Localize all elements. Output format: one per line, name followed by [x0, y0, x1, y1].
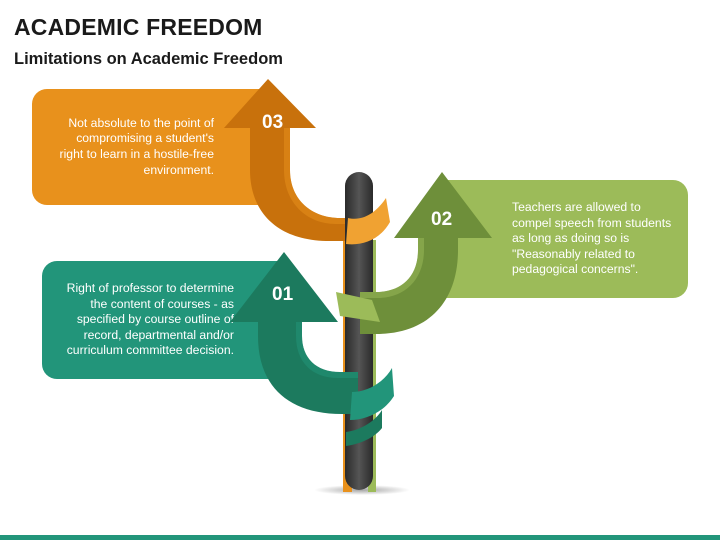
arrow-02-highlight [360, 238, 424, 298]
callout-box-02: Teachers are allowed to compel speech fr… [432, 180, 688, 298]
ribbon-lightgreen [336, 292, 380, 322]
page-title: ACADEMIC FREEDOM [14, 14, 263, 40]
page-subtitle: Limitations on Academic Freedom [14, 50, 283, 68]
arrow-02 [360, 172, 492, 334]
ground-shadow [314, 485, 410, 495]
callout-box-03: Not absolute to the point of compromisin… [32, 89, 282, 205]
bottom-accent-bar [0, 535, 720, 540]
arrow-01 [230, 252, 358, 414]
ribbon-teal-lower [346, 410, 382, 446]
arrow-01-highlight [296, 322, 358, 378]
ribbon-orange [346, 198, 390, 245]
callout-text-01: Right of professor to determine the cont… [66, 281, 234, 358]
step-number-03: 03 [262, 112, 284, 133]
step-number-01: 01 [272, 284, 294, 305]
arrow-02-body [360, 172, 492, 334]
callout-text-03: Not absolute to the point of compromisin… [59, 115, 214, 177]
arrow-03-body [224, 79, 358, 241]
step-number-02: 02 [431, 209, 453, 230]
arrow-01-body [230, 252, 358, 414]
callout-box-01: Right of professor to determine the cont… [42, 261, 292, 379]
callout-text-02: Teachers are allowed to compel speech fr… [512, 200, 672, 277]
ribbon-teal [350, 368, 394, 420]
arrow-03 [224, 79, 358, 241]
